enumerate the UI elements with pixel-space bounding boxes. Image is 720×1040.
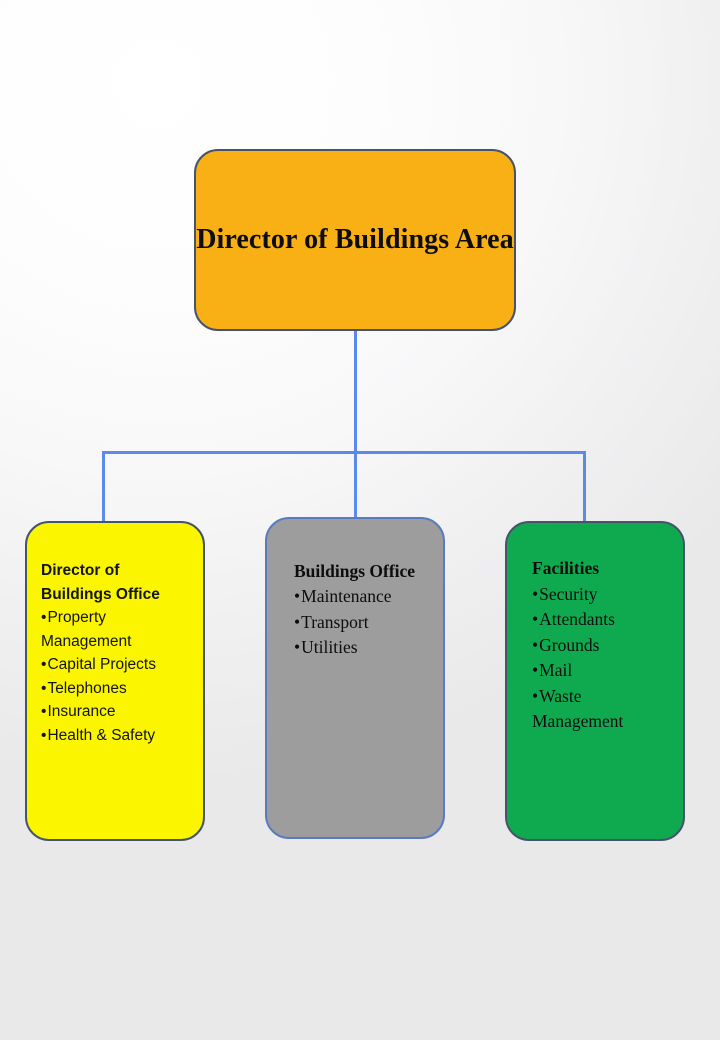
node-root-title: Director of Buildings Area — [196, 224, 514, 256]
node-director-buildings-office[interactable]: Director of Buildings Office Property Ma… — [25, 521, 205, 841]
list-item: Health & Safety — [41, 724, 195, 748]
connector-branch-right — [583, 451, 586, 522]
list-item: Mail — [532, 658, 675, 684]
node-director-buildings-area[interactable]: Director of Buildings Area — [194, 149, 516, 331]
list-item: Transport — [294, 610, 435, 635]
list-item: Telephones — [41, 677, 195, 701]
node-buildings-office[interactable]: Buildings Office Maintenance Transport U… — [265, 517, 445, 839]
list-item: Attendants — [532, 607, 675, 633]
list-item: Waste Management — [532, 684, 675, 735]
connector-branch-left — [102, 451, 105, 522]
node-facilities[interactable]: Facilities Security Attendants Grounds M… — [505, 521, 685, 841]
list-item: Property Management — [41, 606, 195, 653]
node-item-list: Maintenance Transport Utilities — [294, 584, 435, 660]
list-item: Capital Projects — [41, 653, 195, 677]
list-item: Grounds — [532, 633, 675, 659]
list-item: Insurance — [41, 700, 195, 724]
node-heading: Buildings Office — [294, 561, 416, 581]
node-heading: Director of Buildings Office — [41, 562, 160, 603]
node-heading: Facilities — [532, 558, 600, 578]
list-item: Maintenance — [294, 584, 435, 609]
node-item-list: Security Attendants Grounds Mail Waste M… — [532, 582, 675, 735]
connector-horizontal-bus — [102, 451, 586, 454]
connector-trunk-vertical — [354, 330, 357, 454]
connector-branch-center — [354, 451, 357, 519]
node-item-list: Property Management Capital Projects Tel… — [41, 606, 195, 747]
list-item: Security — [532, 582, 675, 608]
list-item: Utilities — [294, 635, 435, 660]
